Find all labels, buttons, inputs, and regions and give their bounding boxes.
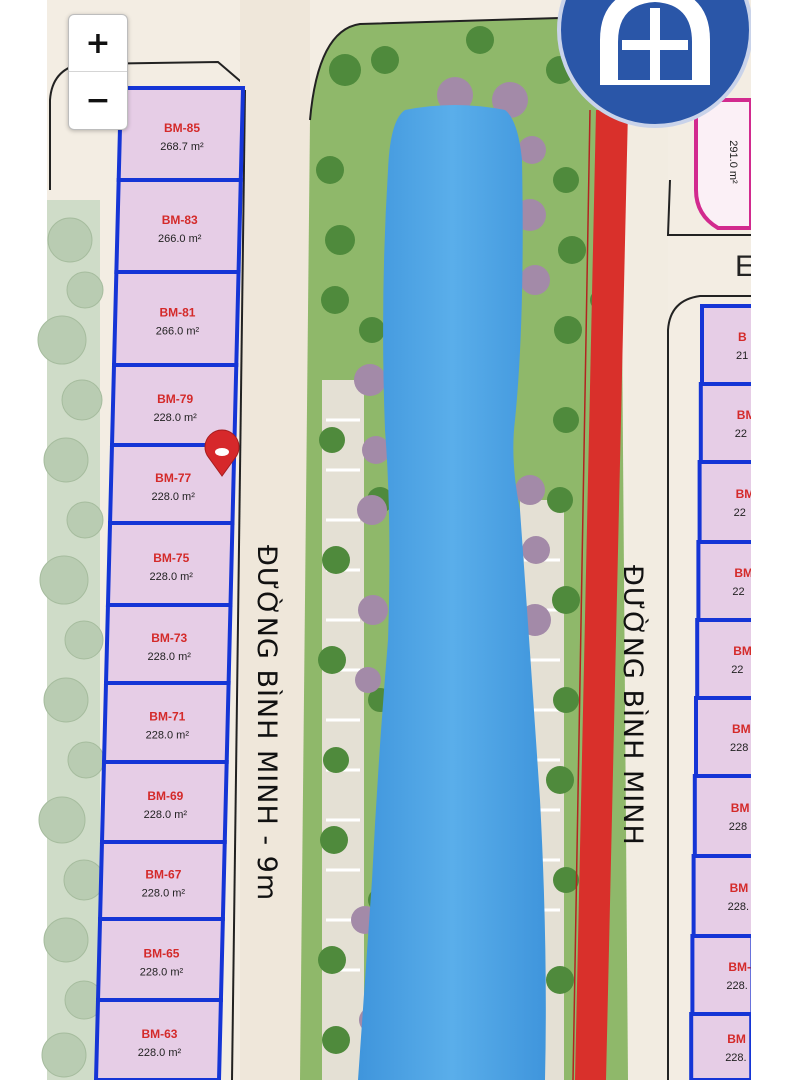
plot-area: 228. (728, 901, 749, 913)
plot-code: BM-67 (145, 868, 181, 882)
zoom-control: + − (68, 14, 128, 130)
plot-lot[interactable] (689, 1012, 754, 1080)
plot-code: BM (732, 722, 751, 736)
plot-lot[interactable] (696, 540, 761, 622)
plot-area: 228. (726, 980, 747, 992)
plot-code: BM-65 (143, 947, 179, 961)
left-plot-column: BM-85 268.7 m² BM-83 266.0 m² BM-81 266.0 m² B… (94, 86, 246, 1080)
red-road (575, 110, 628, 1080)
plot-code: BM-79 (157, 392, 193, 406)
zoom-in-button[interactable]: + (69, 15, 127, 72)
plot-area: 228.0 m² (148, 651, 192, 663)
plot-area: 228.0 m² (146, 730, 190, 742)
road-corner-partial-label: E (735, 250, 755, 283)
plot-area: 228.0 m² (150, 571, 194, 583)
plot-area: 266.0 m² (158, 233, 202, 245)
plot-area: 228 (729, 821, 747, 833)
plot-area: 22 (731, 664, 743, 676)
plot-lot[interactable] (692, 774, 757, 858)
plot-code: BM-81 (159, 306, 195, 320)
plot-area: 21 (736, 350, 748, 362)
minus-icon: − (85, 82, 111, 118)
plot-area: 22 (735, 428, 747, 440)
plot-lot[interactable] (690, 934, 755, 1016)
right-plot-column: B21BM22BM22BM22BM22BM228BM228BM228.BM-22… (689, 304, 764, 1080)
plot-code: BM (731, 801, 750, 815)
plot-area: 22 (734, 507, 746, 519)
left-road (240, 0, 310, 1080)
plot-code: BM- (728, 960, 751, 974)
location-pin-icon[interactable] (204, 429, 240, 477)
road-right-label: ĐƯỜNG BÌNH MINH (617, 565, 649, 846)
plot-code: BM-77 (155, 471, 191, 485)
plot-code: BM (727, 1032, 746, 1046)
plot-area: 228.0 m² (140, 967, 184, 979)
plot-area: 228.0 m² (142, 888, 186, 900)
plot-code: BM-73 (151, 631, 187, 645)
corner-plot-area: 291.0 m² (727, 140, 739, 184)
road-left-label: ĐƯỜNG BÌNH MINH - 9m (251, 545, 283, 901)
plot-code: BM (730, 881, 749, 895)
plot-area: 22 (732, 586, 744, 598)
corner-plot[interactable] (694, 98, 753, 230)
plot-area: 228.0 m² (138, 1047, 182, 1059)
zoom-out-button[interactable]: − (69, 72, 127, 128)
plot-area: 266.0 m² (156, 326, 200, 338)
plot-code: BM-69 (147, 789, 183, 803)
plot-lot[interactable] (691, 854, 756, 938)
right-road (628, 0, 668, 1080)
plot-area: 228.0 m² (144, 809, 188, 821)
plot-area: 228 (730, 742, 748, 754)
plot-lot[interactable] (94, 998, 223, 1080)
plot-code: BM-83 (162, 213, 198, 227)
lake (358, 105, 546, 1080)
plot-lot[interactable] (697, 460, 762, 544)
home-map-logo-icon[interactable] (557, 0, 753, 128)
plot-code: BM-85 (164, 121, 200, 135)
left-park-trees (37, 217, 105, 1078)
lake-trees-green (316, 26, 612, 1054)
plot-code: BM (734, 566, 753, 580)
plot-code: BM (737, 408, 756, 422)
plot-code: BM (736, 487, 755, 501)
plot-code: BM-75 (153, 551, 189, 565)
plot-lot[interactable] (698, 382, 763, 464)
plot-area: 228.0 m² (153, 412, 197, 424)
plot-lot[interactable] (695, 618, 760, 700)
plot-area: 228.0 m² (151, 491, 195, 503)
plot-area: 268.7 m² (160, 141, 204, 153)
plus-icon: + (85, 25, 111, 61)
plot-code: BM-71 (149, 710, 185, 724)
plot-area: 228. (725, 1052, 746, 1064)
plot-lot[interactable] (694, 696, 758, 778)
plot-code: B (738, 330, 747, 344)
plot-code: BM-63 (141, 1027, 177, 1041)
plot-code: BM (733, 644, 752, 658)
